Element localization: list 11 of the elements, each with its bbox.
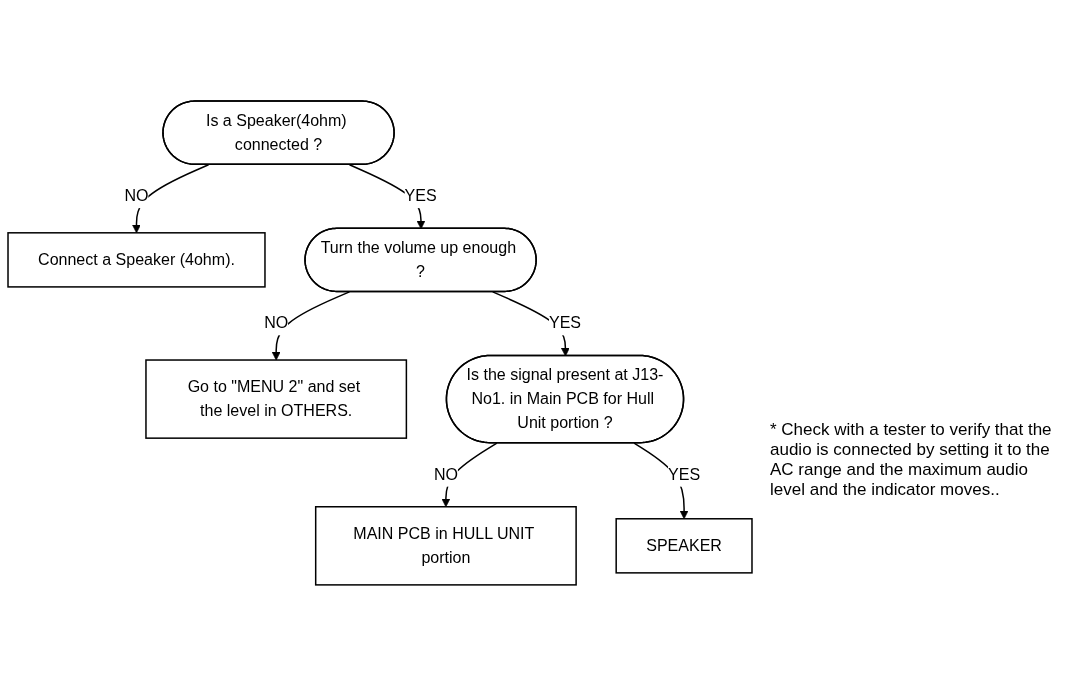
node-box: SPEAKER xyxy=(615,518,753,574)
edge-label: YES xyxy=(548,314,582,332)
edge-label: NO xyxy=(433,465,458,483)
edge-label: NO xyxy=(124,187,149,205)
edge-label: YES xyxy=(404,187,437,205)
edge-label: YES xyxy=(668,465,701,483)
edge-label: NO xyxy=(264,314,289,332)
node-box: Go to "MENU 2" and set the level in OTHERS. xyxy=(145,359,408,439)
node-box: Connect a Speaker (4ohm). xyxy=(7,232,266,288)
note-text: * Check with a tester to verify that the audio is connected by setting it to the AC range and the maximum audio level and the indicator moves.. xyxy=(770,420,1053,500)
node-box: MAIN PCB in HULL UNIT portion xyxy=(314,506,577,586)
